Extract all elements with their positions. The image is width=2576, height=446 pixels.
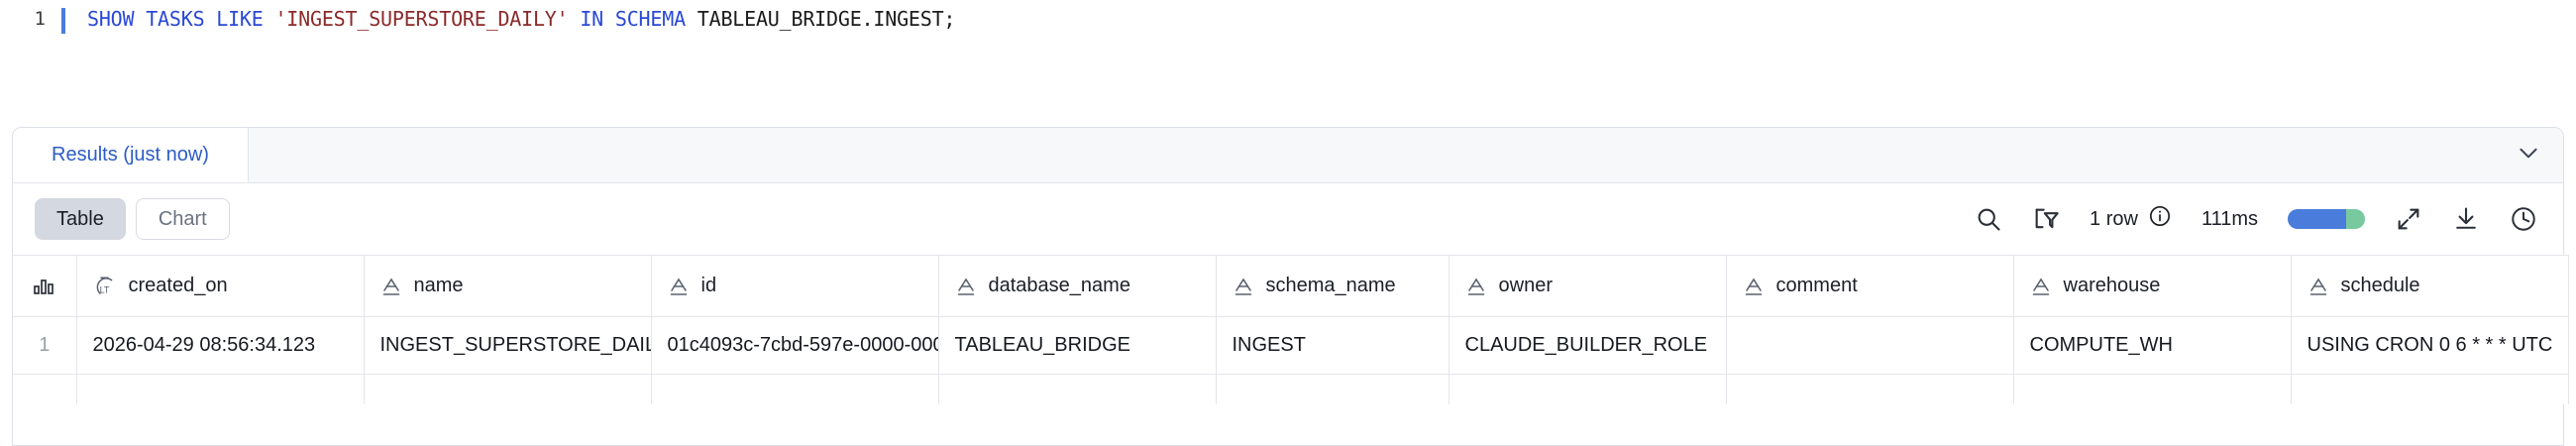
collapse-results-button[interactable] xyxy=(2494,128,2563,182)
column-header-label: schedule xyxy=(2340,275,2420,296)
progress-segment-blue xyxy=(2288,209,2346,229)
svg-text:LT: LT xyxy=(99,284,109,294)
empty-cell xyxy=(2013,374,2292,404)
text-type-icon xyxy=(668,275,690,298)
empty-cell xyxy=(1449,374,1727,404)
results-toolbar: Table Chart 1 row 111ms xyxy=(13,183,2563,255)
cell-database_name[interactable]: TABLEAU_BRIDGE xyxy=(938,316,1217,375)
sql-statement[interactable]: SHOW TASKS LIKE 'INGEST_SUPERSTORE_DAILY… xyxy=(87,0,955,31)
column-header-row-number[interactable] xyxy=(13,255,77,317)
timestamp-ltz-icon: LT xyxy=(93,275,117,298)
line-number-gutter: 1 xyxy=(34,8,46,30)
column-header-warehouse[interactable]: warehouse xyxy=(2013,255,2292,317)
row-index[interactable]: 1 xyxy=(13,316,77,375)
column-header-schedule[interactable]: schedule xyxy=(2291,255,2569,317)
cursor-caret xyxy=(61,8,65,34)
text-type-icon xyxy=(2030,275,2052,298)
table-header-row: LT created_on name id database_name schema_na… xyxy=(13,255,2569,317)
cell-owner[interactable]: CLAUDE_BUILDER_ROLE xyxy=(1449,316,1727,375)
empty-cell xyxy=(364,374,652,404)
table-head: LT created_on name id database_name schema_na… xyxy=(13,255,2569,317)
expand-diagonal-icon[interactable] xyxy=(2395,205,2422,233)
toolbar-actions: 1 row 111ms xyxy=(1975,204,2537,234)
column-header-inner: schedule xyxy=(2308,275,2552,298)
empty-cell xyxy=(938,374,1217,404)
results-header: Results (just now) xyxy=(13,128,2563,183)
results-tab-label: Results (just now) xyxy=(52,144,209,166)
column-header-inner: name xyxy=(380,275,635,298)
row-count: 1 row xyxy=(2090,204,2172,234)
sql-token: IN SCHEMA xyxy=(568,7,698,31)
column-header-label: created_on xyxy=(128,275,228,296)
filter-icon[interactable] xyxy=(2032,205,2060,233)
sql-token: TABLEAU_BRIDGE.INGEST; xyxy=(697,7,956,31)
cell-schema_name[interactable]: INGEST xyxy=(1216,316,1449,375)
results-tab[interactable]: Results (just now) xyxy=(13,128,249,182)
text-type-icon xyxy=(380,275,402,298)
column-header-inner: id xyxy=(668,275,922,298)
column-header-name[interactable]: name xyxy=(364,255,652,317)
text-type-icon xyxy=(955,275,977,298)
cell-warehouse[interactable]: COMPUTE_WH xyxy=(2013,316,2292,375)
column-header-schema_name[interactable]: schema_name xyxy=(1216,255,1449,317)
empty-cell xyxy=(13,374,77,404)
download-icon[interactable] xyxy=(2452,205,2480,233)
column-header-label: id xyxy=(700,275,717,296)
cell-name[interactable]: INGEST_SUPERSTORE_DAILY xyxy=(364,316,652,375)
cell-created_on[interactable]: 2026-04-29 08:56:34.123 xyxy=(76,316,365,375)
query-duration: 111ms xyxy=(2200,207,2258,230)
row-count-label: 1 row xyxy=(2090,207,2138,230)
cell-schedule[interactable]: USING CRON 0 6 * * * UTC xyxy=(2291,316,2569,375)
results-panel: Results (just now) Table Chart 1 row xyxy=(12,127,2569,446)
column-header-label: warehouse xyxy=(2063,275,2161,296)
view-chart-button[interactable]: Chart xyxy=(135,198,230,240)
column-header-inner: LT created_on xyxy=(93,275,348,298)
results-table: LT created_on name id database_name schema_na… xyxy=(13,255,2569,404)
empty-cell xyxy=(651,374,939,404)
column-header-comment[interactable]: comment xyxy=(1726,255,2014,317)
column-header-label: database_name xyxy=(988,275,1130,296)
sql-editor[interactable]: 1 SHOW TASKS LIKE 'INGEST_SUPERSTORE_DAI… xyxy=(0,0,2576,61)
bar-chart-icon xyxy=(33,277,56,296)
empty-cell xyxy=(1726,374,2014,404)
column-header-inner: database_name xyxy=(955,275,1200,298)
chevron-down-icon xyxy=(2516,140,2541,170)
progress-segment-green xyxy=(2345,209,2365,229)
column-header-inner: schema_name xyxy=(1233,275,1433,298)
column-header-label: schema_name xyxy=(1265,275,1396,296)
column-header-database_name[interactable]: database_name xyxy=(938,255,1217,317)
column-header-label: name xyxy=(413,275,464,296)
column-header-inner: owner xyxy=(1465,275,1710,298)
sql-token: SHOW TASKS LIKE xyxy=(87,7,275,31)
empty-cell xyxy=(1216,374,1449,404)
cell-comment[interactable] xyxy=(1726,316,2014,375)
text-type-icon xyxy=(1233,275,1254,298)
column-header-inner: comment xyxy=(1743,275,1997,298)
search-icon[interactable] xyxy=(1975,205,2002,233)
column-header-id[interactable]: id xyxy=(651,255,939,317)
column-header-owner[interactable]: owner xyxy=(1449,255,1727,317)
sql-token: 'INGEST_SUPERSTORE_DAILY' xyxy=(274,7,569,31)
table-empty-row xyxy=(13,374,2569,404)
query-progress-bar xyxy=(2288,209,2365,229)
results-header-spacer xyxy=(249,128,2494,182)
cell-id[interactable]: 01c4093c-7cbd-597e-0000-0000000a1b2c xyxy=(651,316,939,375)
text-type-icon xyxy=(2308,275,2329,298)
clock-icon[interactable] xyxy=(2510,205,2537,233)
view-table-button[interactable]: Table xyxy=(35,198,126,240)
text-type-icon xyxy=(1743,275,1765,298)
info-circle-icon[interactable] xyxy=(2148,204,2172,234)
column-header-label: comment xyxy=(1775,275,1858,296)
column-header-inner: warehouse xyxy=(2030,275,2275,298)
column-header-inner xyxy=(13,277,75,296)
empty-cell xyxy=(76,374,365,404)
view-mode-toggle: Table Chart xyxy=(35,198,230,240)
column-header-label: owner xyxy=(1498,275,1553,296)
text-type-icon xyxy=(1465,275,1487,298)
empty-cell xyxy=(2291,374,2569,404)
column-header-created_on[interactable]: LT created_on xyxy=(76,255,365,317)
